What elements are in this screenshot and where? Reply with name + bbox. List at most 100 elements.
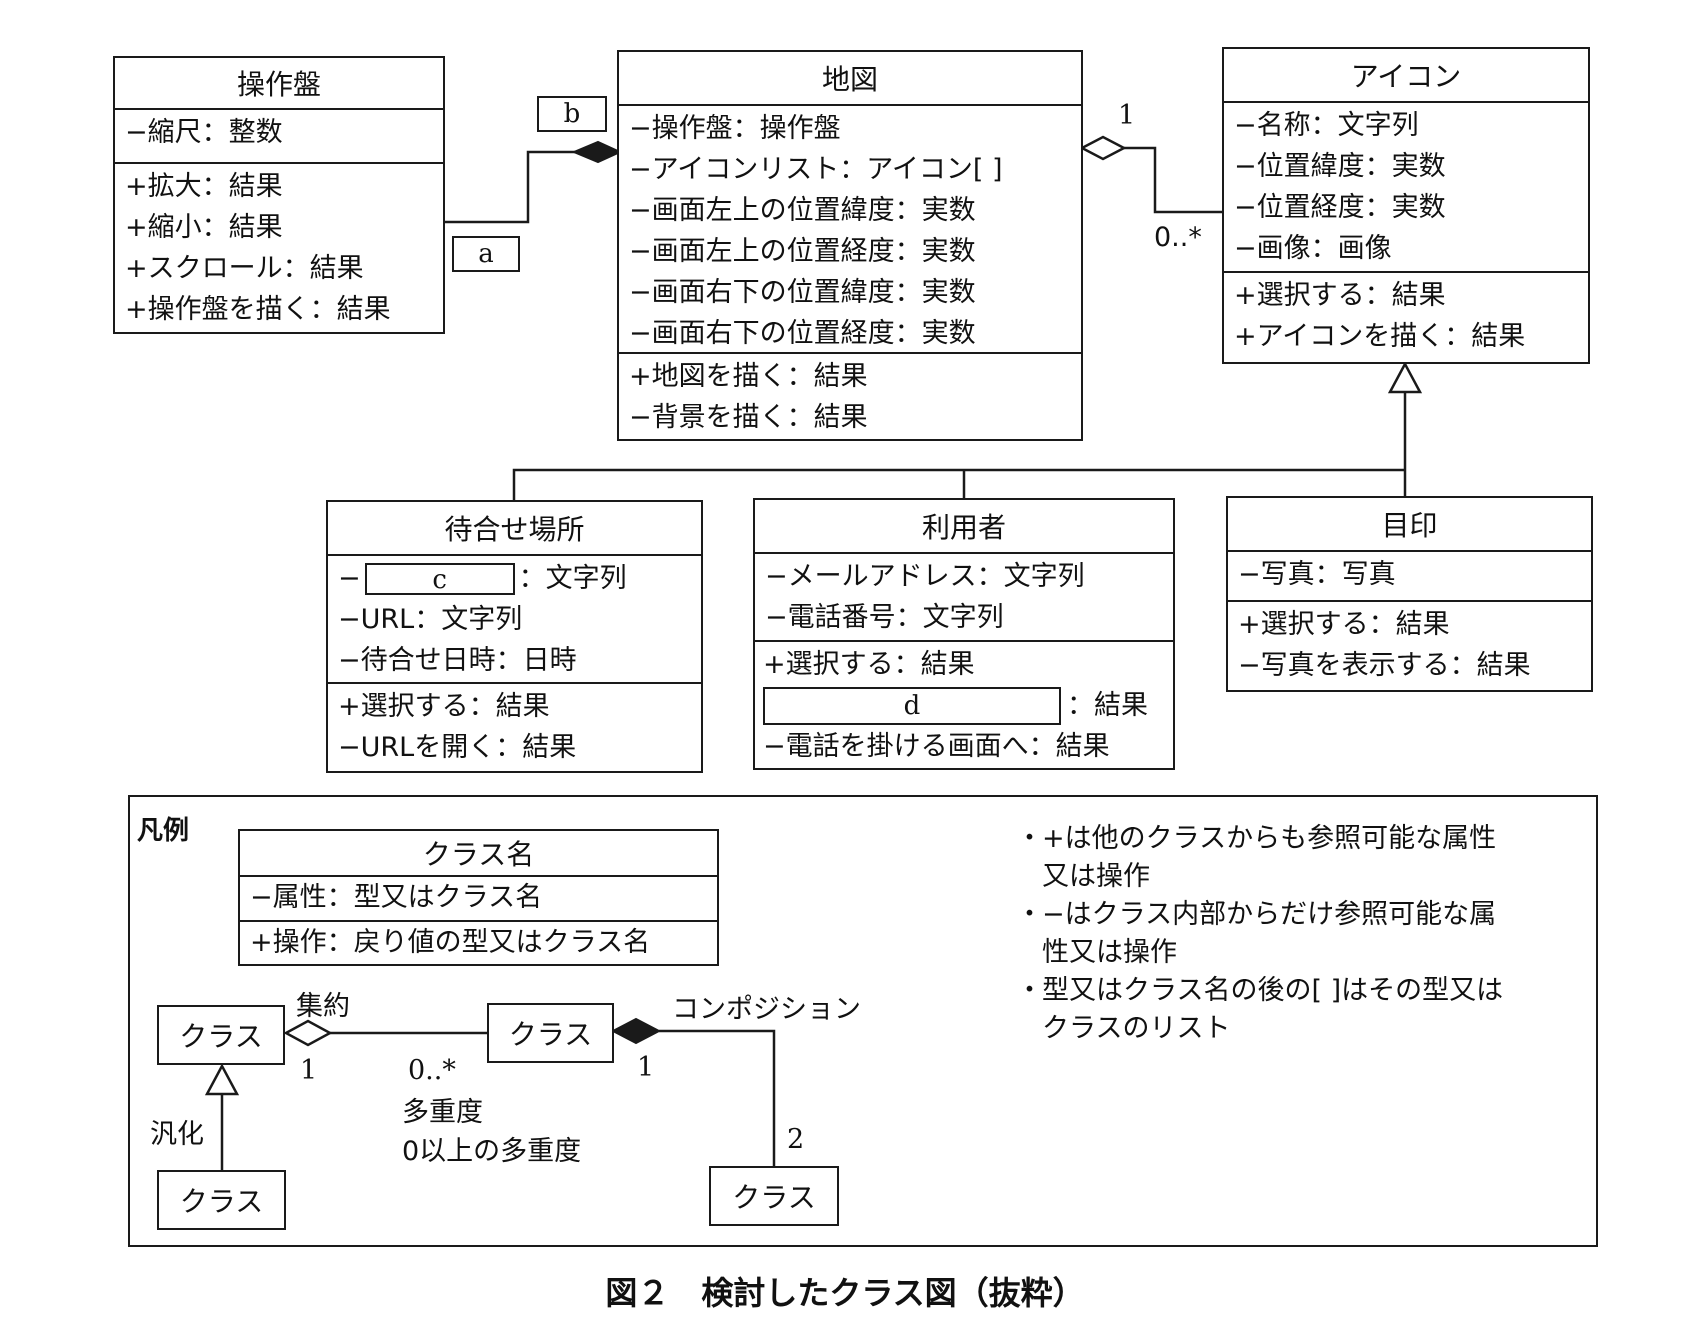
composition-line-sousaban-chizu <box>445 150 580 224</box>
operation: −写真を表示する：結果 <box>1238 650 1531 681</box>
class-icon: アイコン −名称：文字列 −位置緯度：実数 −位置経度：実数 −画像：画像 +選… <box>1222 47 1590 364</box>
operation: +縮小：結果 <box>125 212 283 243</box>
legend-note: ・ 型又はクラス名の後の[ ]はその型又はクラスのリスト <box>1016 972 1576 1048</box>
composition-diamond-icon <box>571 140 623 164</box>
operation: +選択する：結果 <box>1234 280 1446 311</box>
multiplicity-many: 0..* <box>1154 222 1202 253</box>
legend-note-text: −はクラス内部からだけ参照可能な属性又は操作 <box>1042 896 1496 972</box>
legend-class-component: クラス <box>709 1166 839 1226</box>
blank-d: d <box>763 686 1061 725</box>
operation: +地図を描く：結果 <box>629 361 868 392</box>
attribute: −URL：文字列 <box>338 604 523 635</box>
blank-c: c <box>364 562 515 595</box>
operation: +拡大：結果 <box>125 171 283 202</box>
operation-blank-d: d ：結果 <box>763 685 1163 726</box>
class-riyousha: 利用者 −メールアドレス：文字列 −電話番号：文字列 +選択する：結果 d ：結… <box>753 498 1175 770</box>
attribute: −縮尺：整数 <box>125 117 283 148</box>
attribute-section: −写真：写真 <box>1228 552 1591 602</box>
legend-composition-label: コンポジション <box>672 994 861 1025</box>
class-name: 待合せ場所 <box>328 502 701 556</box>
legend-note-text: 型又はクラス名の後の[ ]はその型又はクラスのリスト <box>1042 972 1503 1048</box>
figure-caption: 図２ 検討したクラス図（抜粋） <box>605 1275 1085 1311</box>
legend-mult-one-b: 1 <box>637 1052 655 1083</box>
attribute-blank-c: − c ：文字列 <box>338 558 691 599</box>
legend-note: ・ −はクラス内部からだけ参照可能な属性又は操作 <box>1016 896 1576 972</box>
operation: −URLを開く：結果 <box>338 732 577 763</box>
legend-note: ・ +は他のクラスからも参照可能な属性又は操作 <box>1016 820 1576 896</box>
note-line: +は他のクラスからも参照可能な属性 <box>1042 823 1497 854</box>
legend-mult-one-a: 1 <box>300 1055 318 1086</box>
note-line: クラスのリスト <box>1042 1013 1231 1044</box>
legend-aggregation-label: 集約 <box>296 991 350 1022</box>
note-line: 又は操作 <box>1042 861 1150 892</box>
generalization-triangle-icon <box>1387 361 1423 394</box>
blank-b: b <box>537 96 607 132</box>
operation-section: +選択する：結果 +アイコンを描く：結果 <box>1224 273 1588 361</box>
operation-section: +拡大：結果 +縮小：結果 +スクロール：結果 +操作盤を描く：結果 <box>115 164 443 334</box>
attribute-type: ：文字列 <box>518 563 627 594</box>
attribute: −電話番号：文字列 <box>765 602 1004 633</box>
aggregation-diamond-icon <box>1079 135 1127 161</box>
bullet: ・ <box>1016 899 1043 930</box>
legend-title: 凡例 <box>137 816 190 846</box>
class-machiawase: 待合せ場所 − c ：文字列 −URL：文字列 −待合せ日時：日時 +選択する：… <box>326 500 703 773</box>
class-name: 操作盤 <box>115 58 443 110</box>
attribute: −画面右下の位置緯度：実数 <box>629 277 976 308</box>
legend-operation: +操作：戻り値の型又はクラス名 <box>250 927 651 958</box>
legend-class-subclass: クラス <box>157 1170 286 1230</box>
legend-attribute-section: −属性：型又はクラス名 <box>240 877 717 922</box>
legend-composition-line <box>659 1029 776 1167</box>
blank-a: a <box>452 236 520 272</box>
class-chizu: 地図 −操作盤：操作盤 −アイコンリスト：アイコン[ ] −画面左上の位置緯度：… <box>617 50 1083 441</box>
multiplicity-one: 1 <box>1118 100 1136 131</box>
legend-class-aggregate: クラス <box>157 1005 285 1065</box>
aggregation-line-chizu-icon <box>1124 146 1224 214</box>
attribute: −操作盤：操作盤 <box>629 113 841 144</box>
class-name: 目印 <box>1228 498 1591 552</box>
legend-class-name: クラス名 <box>240 831 717 877</box>
legend-class-part: クラス <box>487 1003 614 1063</box>
legend-attribute: −属性：型又はクラス名 <box>250 882 543 913</box>
attribute: −画面左上の位置緯度：実数 <box>629 195 976 226</box>
attribute: −位置緯度：実数 <box>1234 151 1446 182</box>
legend-class-box: クラス名 −属性：型又はクラス名 +操作：戻り値の型又はクラス名 <box>238 829 719 966</box>
note-line: 型又はクラス名の後の[ ]はその型又は <box>1042 975 1504 1006</box>
operation: +アイコンを描く：結果 <box>1234 321 1526 352</box>
note-line: −はクラス内部からだけ参照可能な属 <box>1042 899 1497 930</box>
generalization-bar <box>512 468 1405 500</box>
attribute: −アイコンリスト：アイコン[ ] <box>629 154 1003 185</box>
attribute-section: −縮尺：整数 <box>115 110 443 164</box>
operation: +操作盤を描く：結果 <box>125 294 391 325</box>
attribute: −画像：画像 <box>1234 233 1392 264</box>
attribute: −画面右下の位置経度：実数 <box>629 318 976 349</box>
legend-frame <box>128 795 1598 1247</box>
note-line: 性又は操作 <box>1042 937 1177 968</box>
operation-section: +地図を描く：結果 −背景を描く：結果 <box>619 354 1081 442</box>
operation-section: +選択する：結果 −URLを開く：結果 <box>328 684 701 772</box>
operation: +選択する：結果 <box>338 691 550 722</box>
attribute: −位置経度：実数 <box>1234 192 1446 223</box>
operation: +スクロール：結果 <box>125 253 364 284</box>
legend-notes: ・ +は他のクラスからも参照可能な属性又は操作 ・ −はクラス内部からだけ参照可… <box>1016 820 1576 1048</box>
operation: −背景を描く：結果 <box>629 402 868 433</box>
attribute-section: −メールアドレス：文字列 −電話番号：文字列 <box>755 554 1173 642</box>
legend-multiplicity-label: 多重度 <box>402 1097 483 1128</box>
class-name: 利用者 <box>755 500 1173 554</box>
attribute: −メールアドレス：文字列 <box>765 561 1085 592</box>
class-sousaban: 操作盤 −縮尺：整数 +拡大：結果 +縮小：結果 +スクロール：結果 +操作盤を… <box>113 56 445 334</box>
legend-mult-many: 0..* <box>408 1055 456 1086</box>
operation: +選択する：結果 <box>1238 609 1450 640</box>
operation-type: ：結果 <box>1067 690 1148 721</box>
legend-aggregation-diamond-icon <box>283 1019 333 1047</box>
attribute: −待合せ日時：日時 <box>338 645 577 676</box>
attribute: −写真：写真 <box>1238 559 1396 590</box>
operation-section: +選択する：結果 d ：結果 −電話を掛ける画面へ：結果 <box>755 642 1173 771</box>
attribute-section: −操作盤：操作盤 −アイコンリスト：アイコン[ ] −画面左上の位置緯度：実数 … <box>619 106 1081 354</box>
operation: +選択する：結果 <box>763 649 975 680</box>
attribute-section: −名称：文字列 −位置緯度：実数 −位置経度：実数 −画像：画像 <box>1224 103 1588 273</box>
bullet: ・ <box>1016 975 1043 1006</box>
legend-operation-section: +操作：戻り値の型又はクラス名 <box>240 922 717 967</box>
attribute-section: − c ：文字列 −URL：文字列 −待合せ日時：日時 <box>328 556 701 684</box>
legend-generalization-label: 汎化 <box>150 1119 204 1150</box>
